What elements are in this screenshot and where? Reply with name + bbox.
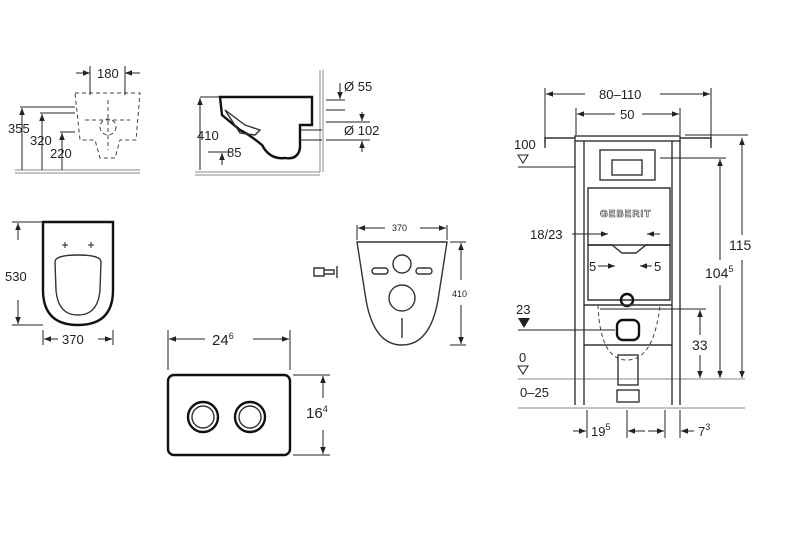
height-104-5: 1045 xyxy=(705,264,733,281)
flush-plate-outline xyxy=(166,373,292,457)
wall-floor xyxy=(195,70,324,176)
front-view: 180 355 320 220 xyxy=(8,66,141,174)
side-view: 410 85 Ø 55 Ø 102 xyxy=(195,70,379,176)
wc-outline xyxy=(74,92,141,159)
cistern-top xyxy=(599,149,656,181)
flush-plate: 246 164 xyxy=(166,330,330,457)
flush-button-small xyxy=(186,400,220,434)
frame-posts xyxy=(574,141,681,405)
height-355: 355 xyxy=(8,121,30,136)
length-530: 530 xyxy=(5,269,27,284)
wc-top-outline xyxy=(41,220,115,327)
flush-height: 164 xyxy=(306,404,328,422)
flush-button-large xyxy=(233,400,267,434)
outer-width: 80–110 xyxy=(599,87,641,102)
bolt-icon xyxy=(313,266,338,278)
level-23: 23 xyxy=(516,302,530,317)
level-0: 0 xyxy=(519,350,526,365)
top-view: 530 370 xyxy=(5,220,115,347)
offset-left: 5 xyxy=(589,259,596,274)
flush-width: 246 xyxy=(212,331,234,349)
level-100: 100 xyxy=(514,137,536,152)
floor-line xyxy=(15,169,140,174)
width-370: 370 xyxy=(62,332,84,347)
outlet-diameter: Ø 102 xyxy=(344,123,379,138)
frame-brackets xyxy=(544,137,712,148)
bottom-right-dim: 73 xyxy=(698,422,710,439)
installation-frame: GEBERIT 80–110 50 100 18/23 5 5 115 1045 xyxy=(514,87,752,439)
plate-width: 370 xyxy=(392,223,407,233)
wall-plate-outline xyxy=(356,241,448,346)
width-label: 180 xyxy=(97,66,119,81)
floor-range: 0–25 xyxy=(520,385,549,400)
height-220: 220 xyxy=(50,146,72,161)
outlet-height: 33 xyxy=(692,337,708,353)
outlet-pipe xyxy=(615,318,641,342)
plate-height: 410 xyxy=(452,289,467,299)
inlet-diameter: Ø 55 xyxy=(344,79,372,94)
inner-width: 50 xyxy=(620,107,634,122)
depth-85: 85 xyxy=(227,145,241,160)
floor-levels xyxy=(518,378,745,409)
flush-spacing: 18/23 xyxy=(530,227,563,242)
offset-right: 5 xyxy=(654,259,661,274)
wall-plate-view: 370 410 xyxy=(313,223,467,346)
height-320: 320 xyxy=(30,133,52,148)
bottom-left-dim: 195 xyxy=(591,422,610,439)
geberit-logo: GEBERIT xyxy=(600,209,651,220)
height-410: 410 xyxy=(197,128,219,143)
total-height: 115 xyxy=(729,237,752,253)
